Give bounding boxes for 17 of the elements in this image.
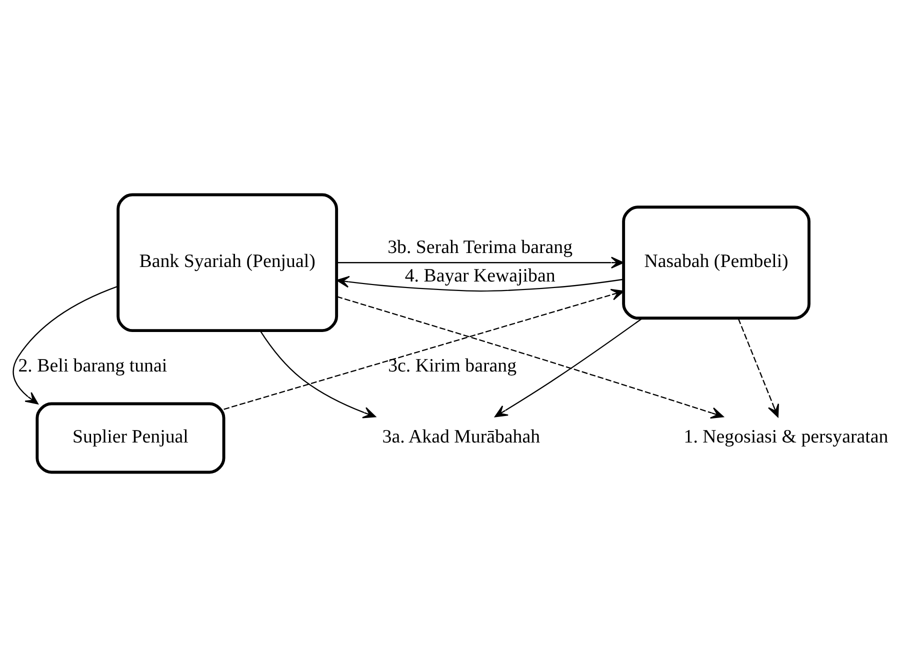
node-box: Bank Syariah (Penjual): [116, 192, 338, 332]
node-box: Nasabah (Pembeli): [622, 205, 810, 320]
edge-label: 3b. Serah Terima barang: [388, 236, 573, 258]
arrow: [336, 275, 624, 292]
arrow: [224, 288, 624, 410]
edge-label: 3c. Kirim barang: [388, 355, 517, 376]
arrow: [12, 285, 118, 404]
arrow: [336, 256, 624, 268]
edge-label: 2. Beli barang tunai: [18, 355, 168, 376]
arrow: [336, 296, 724, 418]
node-text: 3a. Akad Murābahah: [382, 426, 540, 448]
edge-label: 4. Bayar Kewajiban: [404, 264, 556, 286]
arrow: [260, 330, 376, 418]
node-text: 1. Negosiasi & persyaratan: [684, 426, 888, 448]
node-box: Suplier Penjual: [36, 402, 226, 474]
arrow: [738, 318, 779, 417]
arrow: [494, 317, 643, 417]
